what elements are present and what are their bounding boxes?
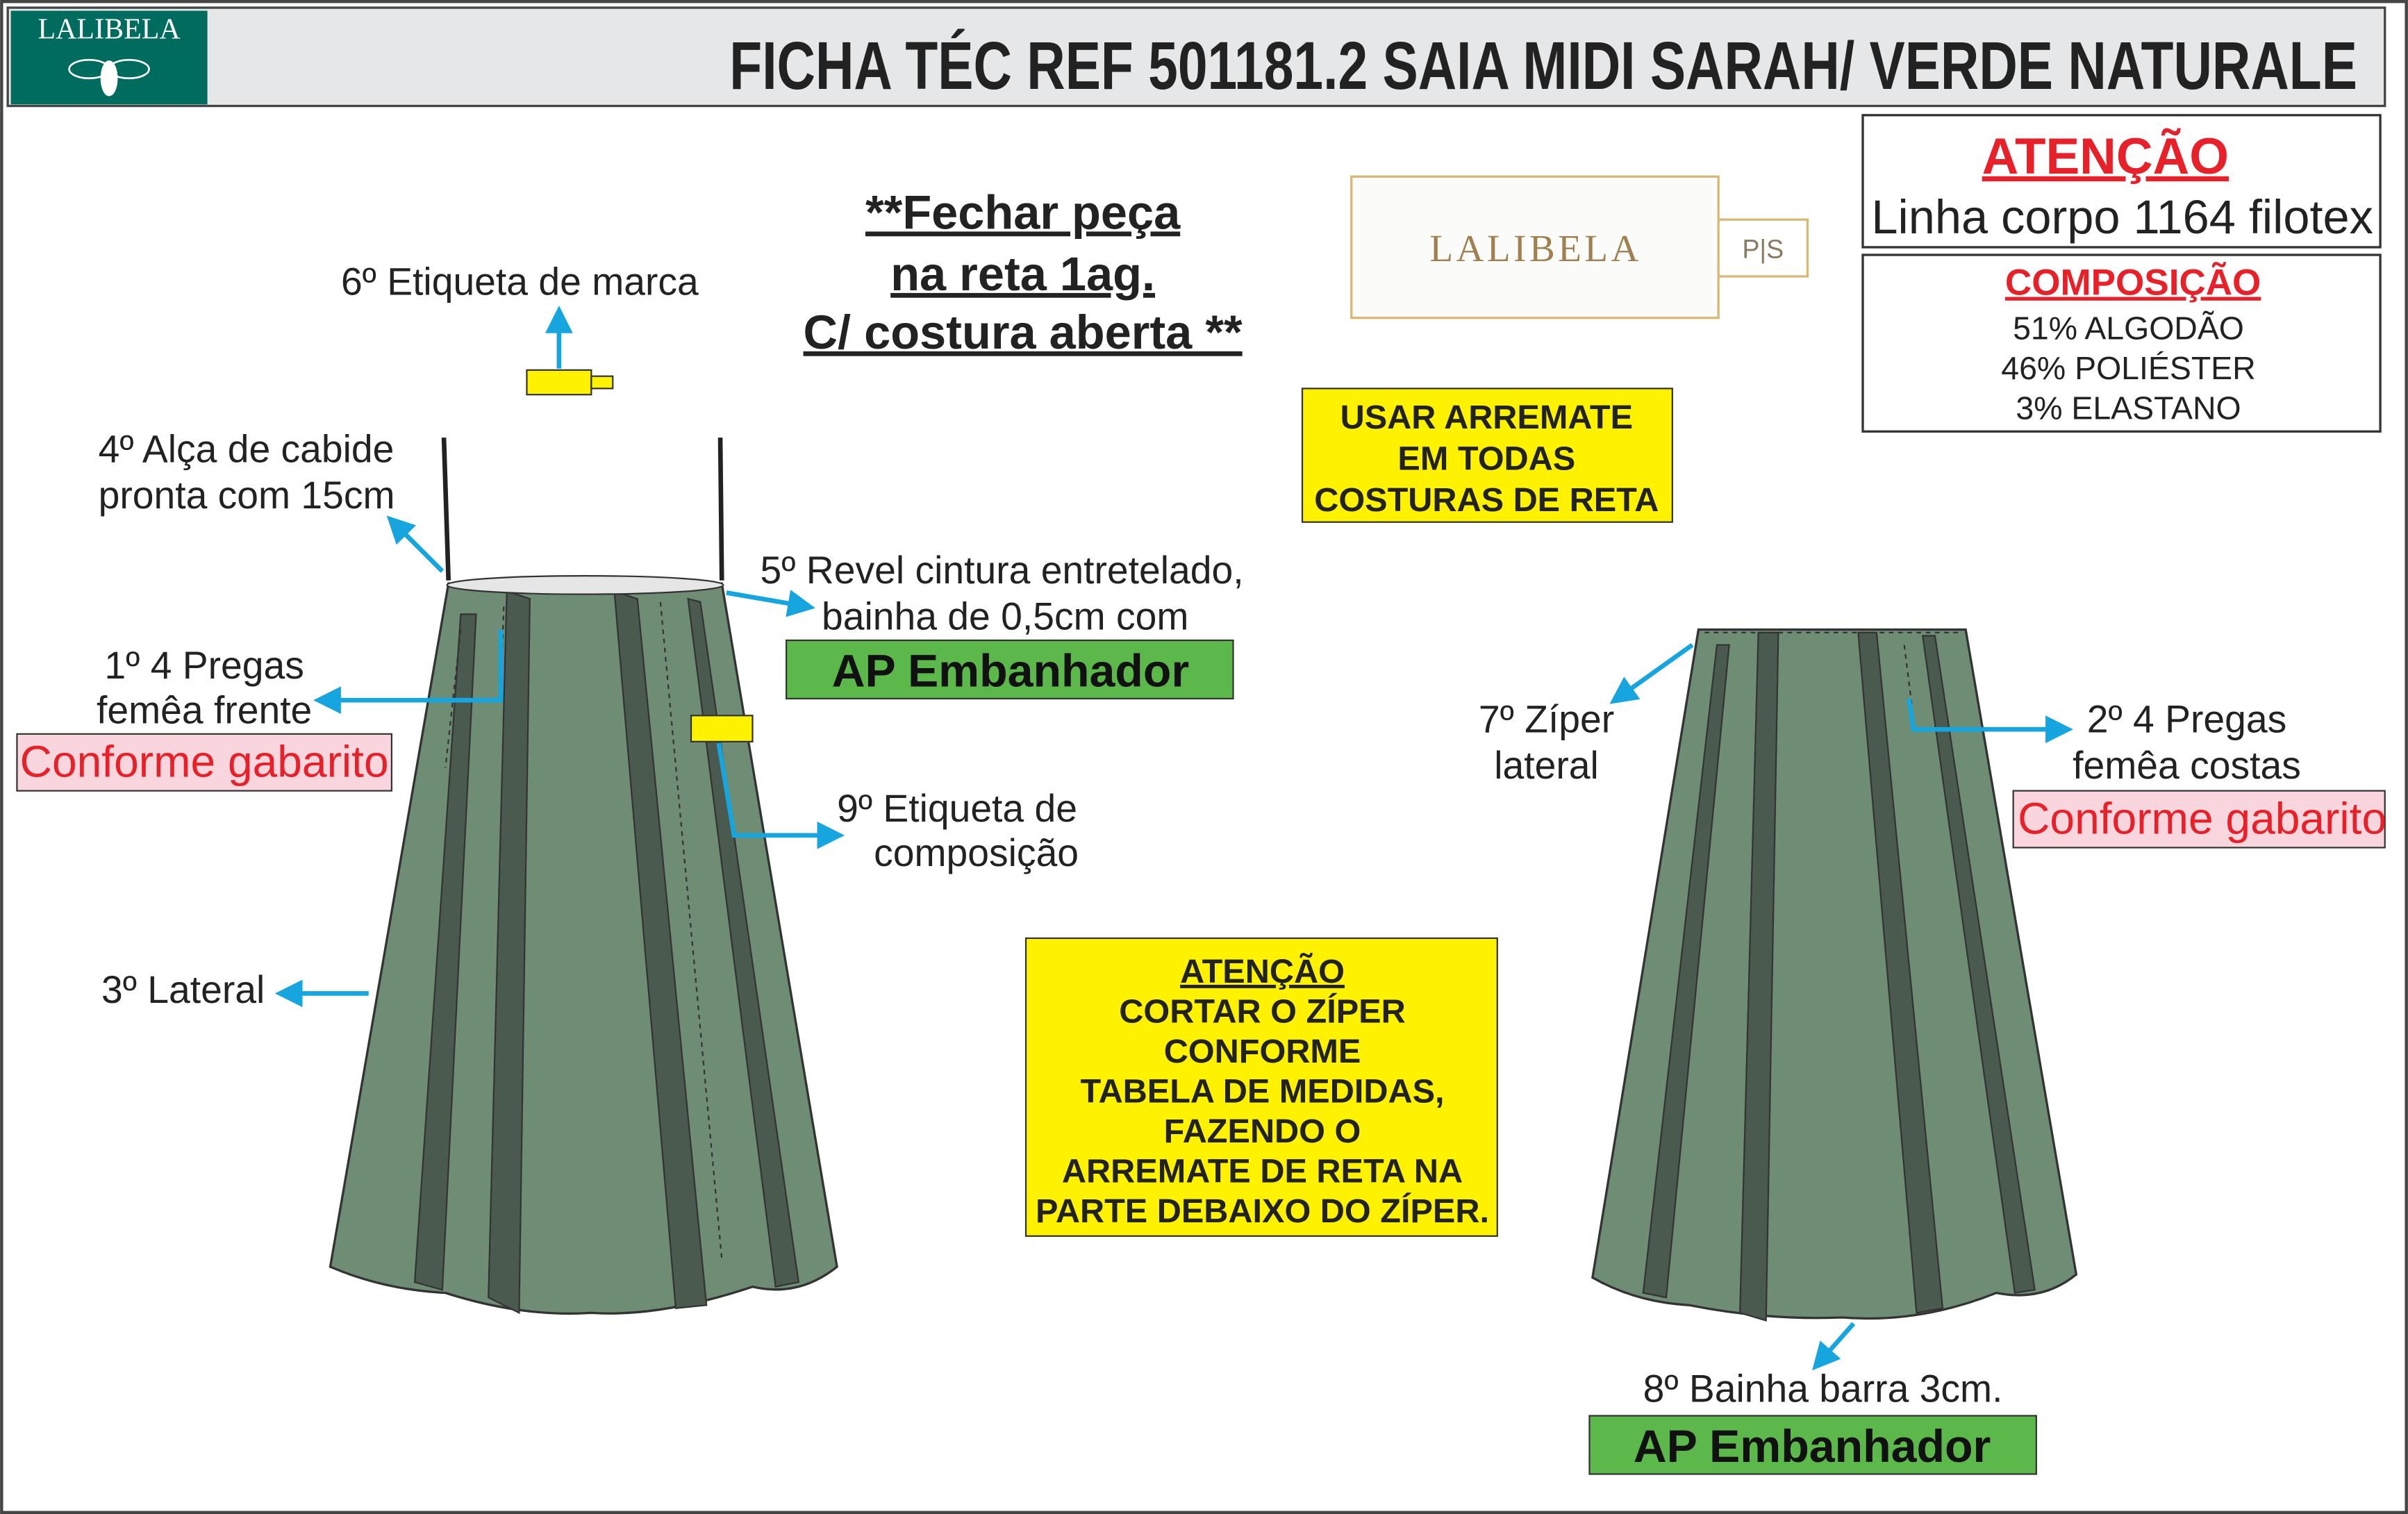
- drawing-shape: [1024, 937, 1498, 1237]
- composition-label-mark: [690, 715, 754, 742]
- drawing-shape: [1861, 114, 2382, 249]
- hanger-loops: [441, 438, 724, 581]
- callout-text: ARREMATE DE RETA NA: [1062, 1152, 1463, 1190]
- callout-text: 46% POLIÉSTER: [2001, 350, 2255, 386]
- bee-icon: [68, 58, 150, 97]
- callout-text: 2º 4 Pregas: [2087, 698, 2286, 741]
- callout-text: 8º Bainha barra 3cm.: [1643, 1367, 2003, 1411]
- composition-box: COMPOSIÇÃO 51% ALGODÃO 46% POLIÉSTER 3% …: [1861, 253, 2382, 433]
- callout-text: CONFORME: [1164, 1033, 1361, 1070]
- brand-label-mark: [526, 369, 592, 396]
- drawing-shape: [413, 613, 477, 1291]
- note-arremate: USAR ARREMATE EM TODAS COSTURAS DE RETA: [1301, 388, 1673, 523]
- callout-text: ATENÇÃO: [1180, 953, 1345, 990]
- drawing-shape: [590, 375, 614, 390]
- drawing-shape: [1861, 253, 2382, 433]
- callout-text: femêa costas: [2073, 744, 2301, 787]
- drawing-shape: [1812, 1322, 1856, 1371]
- drawing-shape: [716, 742, 845, 849]
- back-skirt-drawing: [1591, 628, 2078, 1322]
- callout-text: COSTURAS DE RETA: [1314, 481, 1659, 519]
- callout-text: lateral: [1494, 744, 1599, 787]
- callout-text: C/ costura aberta **: [804, 306, 1243, 359]
- note-zipper: ATENÇÃO CORTAR O ZÍPER CONFORME TABELA D…: [1024, 937, 1498, 1237]
- drawing-shape: [313, 629, 504, 715]
- drawing-shape: [613, 590, 708, 1309]
- callout-6: 6º Etiqueta de marca: [341, 260, 699, 303]
- drawing-shape: [687, 597, 800, 1288]
- drawing-shape: [1717, 218, 1809, 278]
- callout-text: CORTAR O ZÍPER: [1119, 992, 1405, 1030]
- drawing-shape: [1588, 1415, 2037, 1475]
- callout-text: 1º 4 Pregas: [104, 644, 304, 687]
- brand-logo-text: LALIBELA: [38, 13, 181, 45]
- callout-text: bainha de 0,5cm com: [822, 594, 1188, 638]
- callout-text: 7º Zíper: [1479, 698, 1614, 741]
- callout-text: TABELA DE MEDIDAS,: [1080, 1072, 1444, 1110]
- callout-text: P|S: [1742, 234, 1784, 263]
- note-close: **Fechar peça na reta 1ag. C/ costura ab…: [804, 185, 1243, 358]
- callout-text: EM TODAS: [1397, 440, 1575, 478]
- drawing-shape: [386, 515, 445, 573]
- drawing-shape: [6, 6, 2386, 108]
- callout-text: 3º Lateral: [101, 968, 265, 1011]
- drawing-shape: [1301, 388, 1673, 523]
- header: LALIBELA FICHA TÉC REF 501181.2 SAIA MID…: [6, 6, 2386, 108]
- callout-text: femêa frente: [97, 688, 312, 731]
- callout-text: Conforme gabarito: [2018, 794, 2386, 844]
- callout-text: COMPOSIÇÃO: [2005, 262, 2261, 303]
- callout-arrows: [274, 305, 2073, 1371]
- drawing-shape: [1907, 698, 2073, 744]
- callout-text: **Fechar peça: [865, 185, 1181, 239]
- drawing-shape: [786, 639, 1234, 700]
- drawing-shape: [2012, 790, 2386, 849]
- callout-text: LALIBELA: [1429, 227, 1641, 269]
- drawing-shape: [1921, 635, 2036, 1294]
- callout-text: Linha corpo 1164 filotex: [1871, 190, 2373, 244]
- callout-text: 5º Revel cintura entretelado,: [761, 549, 1244, 592]
- drawing-shape: [1350, 175, 1720, 319]
- callout-text: AP Embanhador: [1634, 1421, 1991, 1472]
- page-title: FICHA TÉC REF 501181.2 SAIA MIDI SARAH/ …: [729, 28, 2357, 103]
- callout-text: Conforme gabarito: [20, 737, 389, 787]
- brand-label: LALIBELA P|S: [1350, 175, 1809, 319]
- callout-text: composição: [874, 831, 1079, 874]
- drawing-shape: [446, 575, 724, 595]
- callouts: 6º Etiqueta de marca 4º Alça de cabide p…: [16, 260, 2386, 1475]
- callout-text: na reta 1ag.: [890, 247, 1155, 301]
- callout-text: 9º Etiqueta de: [837, 787, 1077, 830]
- callout-text: ATENÇÃO: [1982, 128, 2229, 185]
- callout-text: PARTE DEBAIXO DO ZÍPER.: [1036, 1192, 1489, 1230]
- drawing-shape: [726, 590, 815, 617]
- drawing-shape: [100, 60, 118, 97]
- callout-text: FAZENDO O: [1164, 1113, 1361, 1150]
- callout-text: 3% ELASTANO: [2016, 390, 2241, 426]
- front-skirt-drawing: [329, 369, 838, 1315]
- callout-text: 4º Alça de cabide: [99, 427, 395, 470]
- attention-box: ATENÇÃO Linha corpo 1164 filotex: [1861, 114, 2382, 249]
- drawing-shape: [16, 733, 393, 792]
- callout-text: AP Embanhador: [832, 645, 1190, 697]
- callout-text: 51% ALGODÃO: [2013, 310, 2244, 347]
- callout-text: USAR ARREMATE: [1340, 399, 1633, 436]
- drawing-shape: [1704, 631, 1963, 707]
- callout-text: pronta com 15cm: [99, 474, 395, 517]
- drawing-shape: [1642, 644, 1730, 1299]
- drawing-shape: [1609, 642, 1694, 704]
- drawing-shape: [488, 590, 531, 1315]
